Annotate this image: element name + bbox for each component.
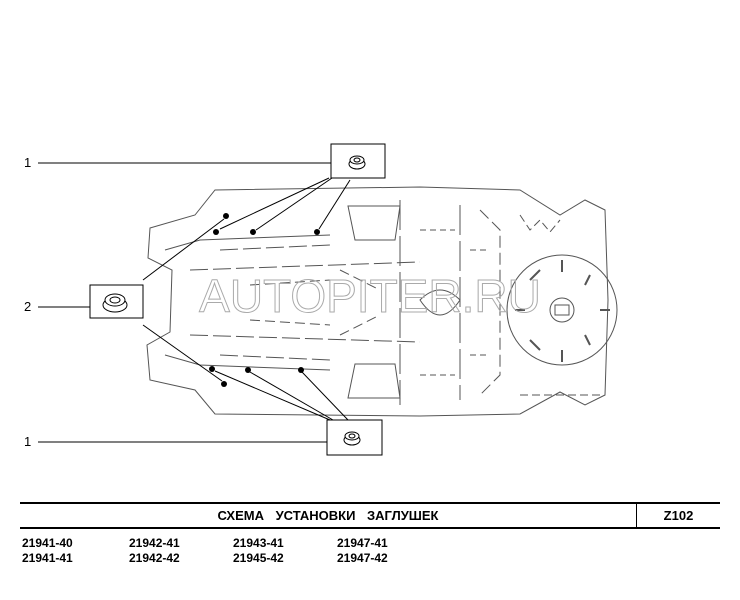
underbody-diagram: AUTOPITER.RU [38,143,618,456]
model-number: 21942-41 [129,536,180,550]
spare-wheel [506,254,618,366]
rubber-plug-icon [102,293,128,313]
plug-box-upper [330,143,386,179]
model-number: 21941-40 [22,536,73,550]
model-number: 21945-42 [233,551,284,565]
diagram-title: СХЕМА УСТАНОВКИ ЗАГЛУШЕК [217,508,439,523]
title-bottom-rule [20,527,720,529]
diagram-code: Z102 [663,508,694,523]
model-number: 21943-41 [233,536,284,550]
callout-label-1-upper: 1 [24,155,32,170]
model-number: 21942-42 [129,551,180,565]
model-number: 21941-41 [22,551,73,565]
rubber-plug-icon [348,155,366,170]
title-top-rule [20,502,720,504]
rubber-plug-icon [343,431,361,446]
callout-label-1-lower: 1 [24,434,32,449]
watermark: AUTOPITER.RU [199,270,541,322]
plug-box-lower [326,419,383,456]
leader-lines [38,162,351,443]
plug-box-large [89,284,144,319]
model-number: 21947-41 [337,536,388,550]
car-underbody-outline [146,186,609,417]
model-number: 21947-42 [337,551,388,565]
callout-label-2: 2 [24,299,32,314]
plug-locations [209,213,320,387]
title-divider [636,503,637,528]
